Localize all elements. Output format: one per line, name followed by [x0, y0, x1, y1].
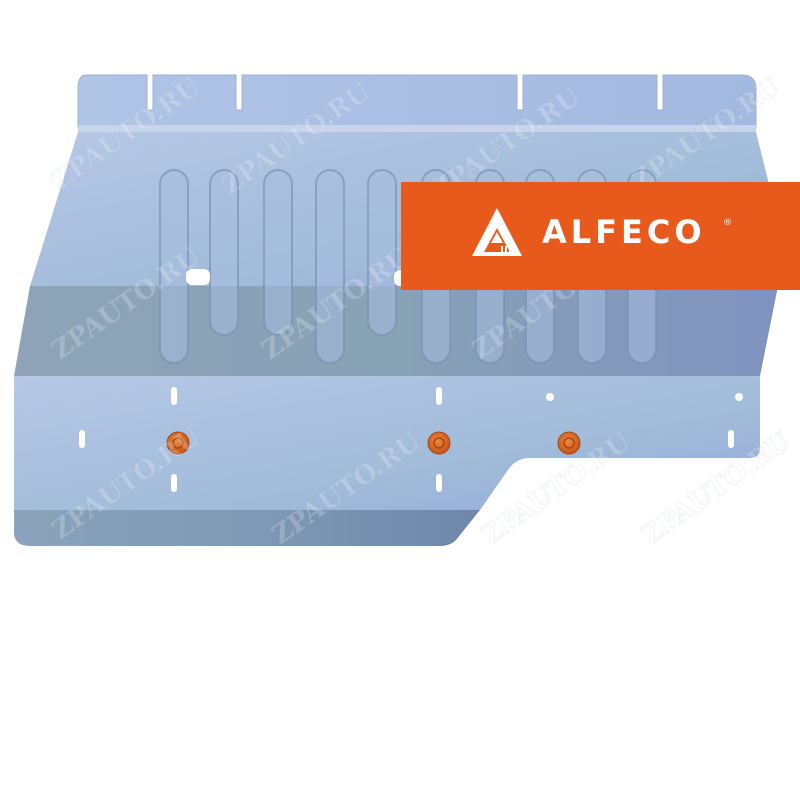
lower-panel: [14, 376, 760, 510]
mounting-slot: [171, 387, 177, 405]
mounting-slot: [436, 474, 442, 492]
bolt: [427, 431, 451, 455]
mounting-slot: [79, 430, 85, 448]
flange-bend-line: [78, 125, 756, 133]
mounting-slot: [728, 430, 734, 448]
rib: [367, 169, 397, 336]
brand-name: ALFECO: [542, 213, 706, 251]
cutout-hole: [186, 269, 210, 285]
mounting-slot: [436, 387, 442, 405]
rib: [315, 169, 345, 364]
rib: [159, 169, 189, 364]
bolt: [166, 431, 190, 455]
rib: [209, 169, 239, 336]
bolt: [557, 431, 581, 455]
top-flange: [77, 74, 757, 129]
bolts: [166, 431, 581, 455]
mounting-slot: [171, 474, 177, 492]
mounting-slots: [79, 387, 743, 492]
bottom-edge-band: [14, 510, 480, 546]
registered-mark: ®: [723, 218, 732, 228]
mounting-hole: [546, 393, 554, 401]
rib: [263, 169, 293, 336]
mounting-hole: [735, 393, 743, 401]
alfeco-triangle-logo-icon: [472, 208, 522, 256]
brand-banner: ALFECO ®: [401, 182, 800, 290]
